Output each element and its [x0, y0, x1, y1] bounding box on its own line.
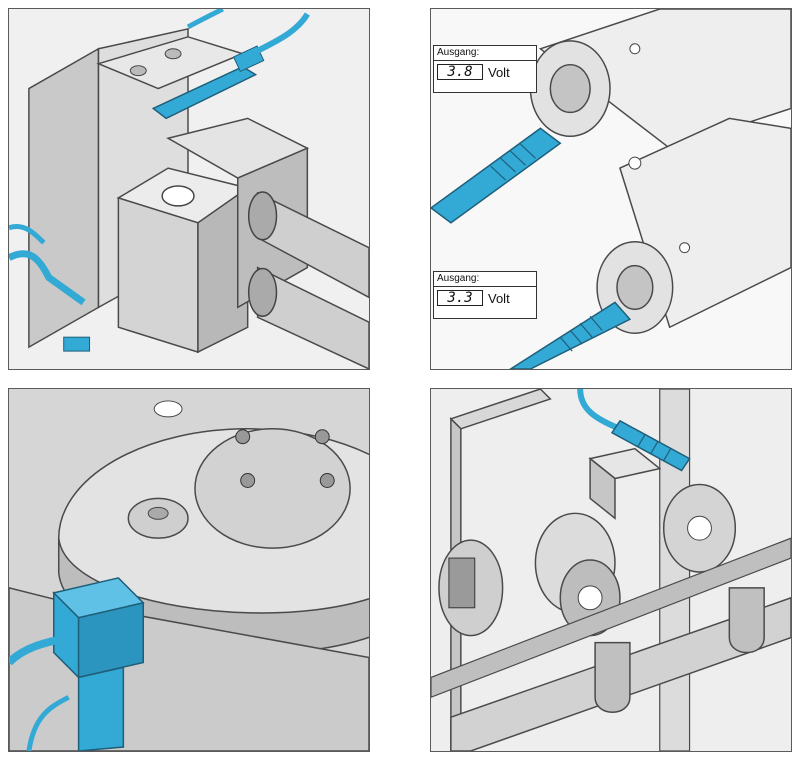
readout-unit: Volt [488, 64, 510, 80]
inductive-sensors-panel: Ausgang: 3.8 Volt Ausgang: 3.3 Volt [430, 8, 792, 370]
rotary-table-panel [8, 388, 370, 752]
voltage-readout-lower: Ausgang: 3.3 Volt [433, 271, 537, 319]
readout-label: Ausgang: [434, 272, 536, 287]
readout-unit: Volt [488, 290, 510, 306]
rotary-table-illustration [9, 389, 369, 751]
readout-label: Ausgang: [434, 46, 536, 61]
pneumatic-cylinder-illustration [9, 9, 369, 369]
pneumatic-cylinder-panel [8, 8, 370, 370]
readout-value: 3.3 [437, 290, 483, 306]
conveyor-rollers-panel [430, 388, 792, 752]
voltage-readout-upper: Ausgang: 3.8 Volt [433, 45, 537, 93]
conveyor-rollers-illustration [431, 389, 791, 751]
readout-value: 3.8 [437, 64, 483, 80]
